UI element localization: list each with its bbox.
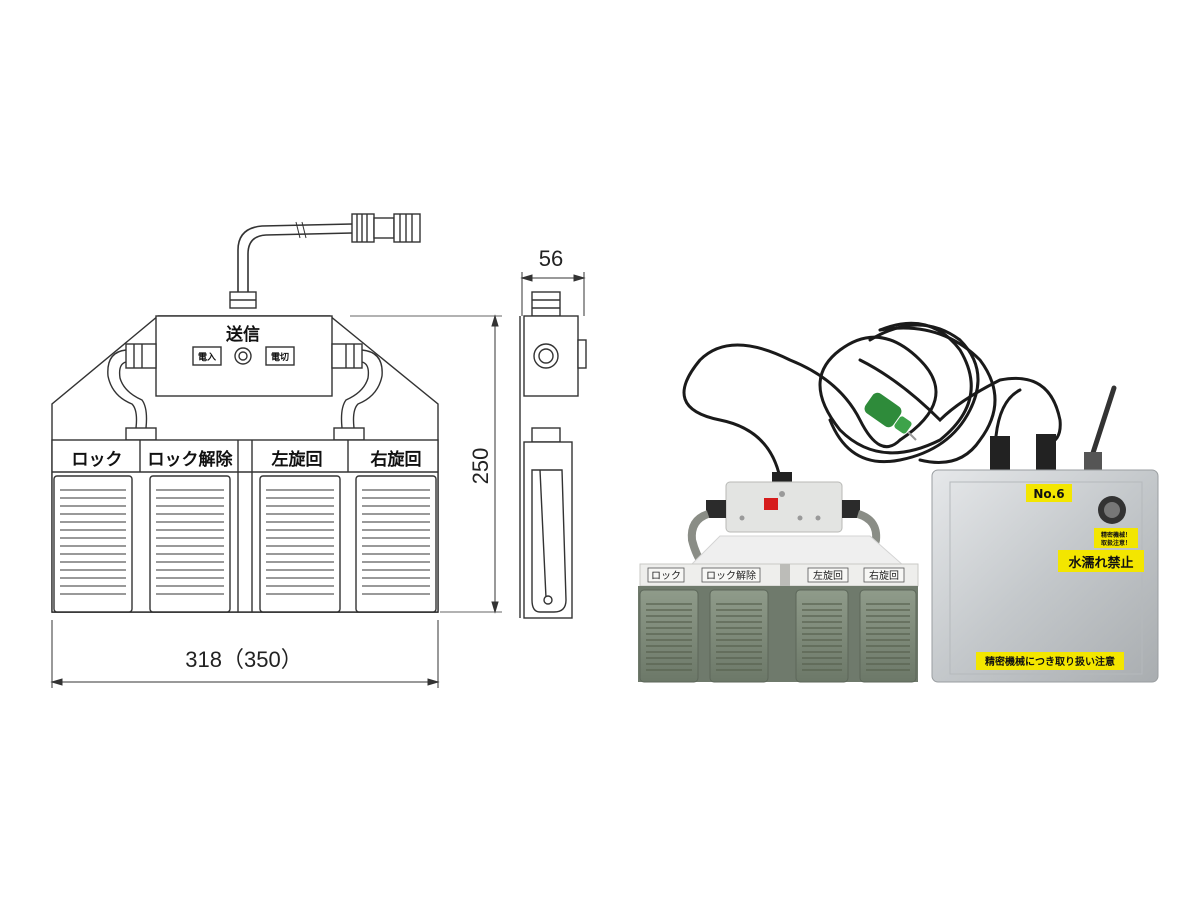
cable-connector [351,213,421,243]
receiver-small-warning-2: 取扱注意！ [1101,539,1131,547]
pedal-grooves [60,489,430,595]
width-dimension: 318（350） [185,647,302,672]
receiver-number-label: No.6 [1033,487,1064,501]
photo-pedal-label-lock: ロック [651,570,681,582]
front-view-drawing [51,213,439,613]
receiver-small-warning-1: 精密機械！ [1101,531,1131,539]
depth-dimension: 56 [539,246,563,271]
photo-pedal-label-right-turn: 右旋回 [869,569,899,582]
receiver-bottom-warning: 精密機械につき取り扱い注意 [985,655,1115,668]
photo-cables [682,321,1062,480]
transmitter-box [155,315,333,397]
drawing-pedal-label-right-turn: 右旋回 [371,449,422,470]
photo-pedal-unit [638,563,919,683]
drawing-pedal-label-left-turn: 左旋回 [272,449,323,470]
receiver-water-warning: 水濡れ禁止 [1068,555,1133,571]
drawing-pedal-label-lock: ロック [72,450,123,470]
power-on-label: 電入 [198,352,216,363]
height-dimension: 250 [468,448,493,485]
photo-receiver-box [931,385,1159,683]
photo-pedal-label-unlock: ロック解除 [706,569,756,582]
transmitter-label: 送信 [226,324,260,345]
photo-pedal-label-left-turn: 左旋回 [813,569,843,582]
side-view-drawing [519,291,587,619]
dimension-lines [50,272,586,688]
drawing-pedal-label-unlock: ロック解除 [148,449,234,470]
power-off-label: 電切 [271,352,289,363]
power-plug [864,392,917,441]
